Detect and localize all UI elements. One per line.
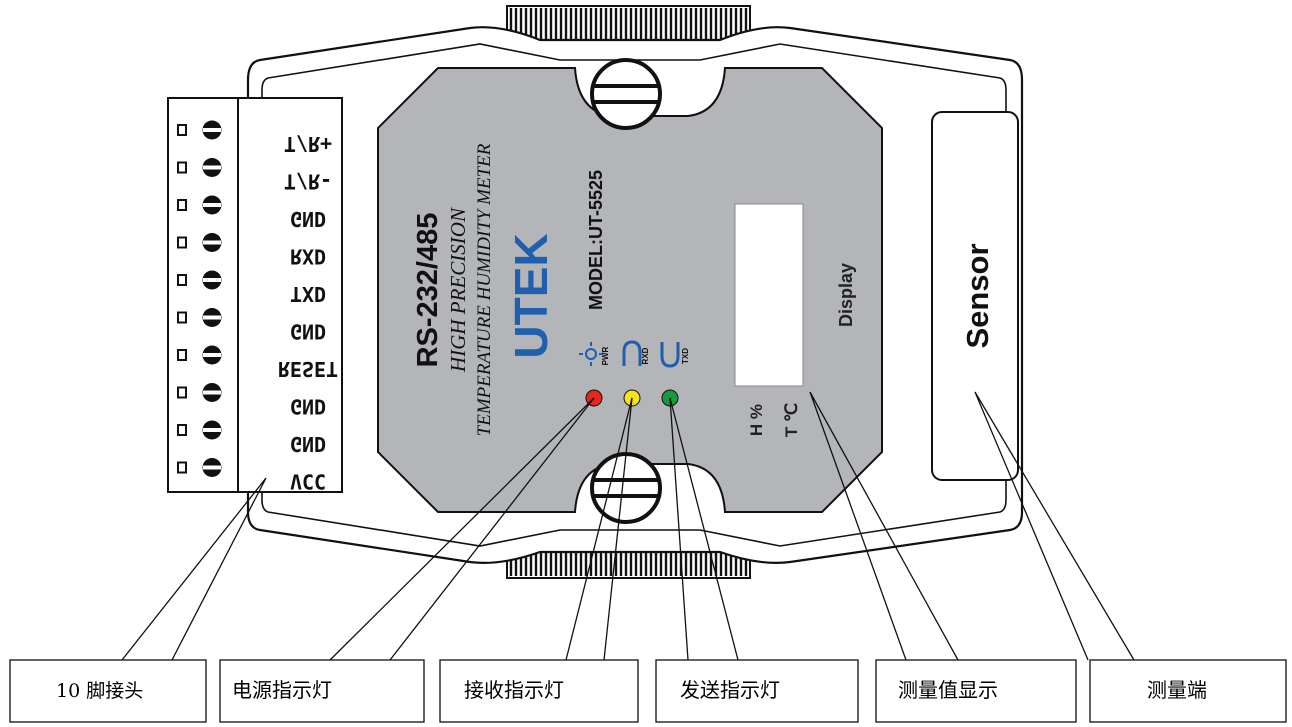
terminal-pin-label: GND [290,432,326,456]
callout-line-transmit [669,397,739,661]
bottom-screw [590,452,662,524]
terminal-hole [177,424,187,436]
callout-lines [121,391,1135,661]
terminal-block: T/R+ T/R- GND RXD TXD GND RESET GND GND VCC [167,97,343,494]
led-label-txd: TXD [681,348,690,364]
description-line2: TEMPERATURE HUMIDITY METER [474,143,495,436]
temperature-unit: T ℃ [782,403,801,437]
model-text: MODEL:UT-5525 [586,170,606,310]
terminal-screw-slot [203,315,221,320]
terminal-pin-label: GND [290,395,326,419]
callout-box-power [219,659,425,723]
display-window [734,203,804,387]
callout-box-transmit [655,659,859,723]
callout-boxes [9,659,1287,723]
terminal-screw-slot [203,465,221,470]
terminal-pin-label: GND [290,207,326,231]
callout-box-connector [9,659,207,723]
callout-box-display [875,659,1077,723]
terminal-screw-slot [203,278,221,282]
terminal-hole [177,349,187,361]
callout-line-sensor [974,391,1135,661]
sensor-window: Sensor [931,111,1019,481]
terminal-screw-slot [203,203,221,207]
terminal-pin-label: TXD [290,282,326,306]
brand-logo: UTEK [505,233,557,358]
terminal-pins: T/R+ T/R- GND RXD TXD GND RESET GND GND VCC [177,120,338,494]
housing-inner-outline [261,43,1007,547]
terminal-hole [177,386,187,399]
humidity-unit: H % [747,404,766,436]
terminal-screw-slot [203,428,221,432]
display-label: Display [836,263,856,327]
sensor-label: Sensor [960,243,995,348]
terminal-screw-slot [203,353,221,357]
callout-sensor: 测量端 [1147,678,1207,702]
led-label-pwr: PWR [601,346,610,365]
interface-title: RS-232/485 [412,213,444,368]
callout-transmit: 发送指示灯 [680,678,780,702]
description-line1: HIGH PRECISION [446,207,470,373]
led-label-rxd: RXD [641,347,650,364]
terminal-screw-slot [203,240,221,245]
terminal-hole [177,124,187,136]
terminal-hole [177,199,187,211]
terminal-hole [177,236,187,249]
terminal-hole [177,311,187,324]
terminal-pin-label: T/R+ [284,132,332,156]
callout-connector: 10 脚接头 [56,680,143,702]
terminal-pin-label: T/R- [284,170,332,194]
callout-power: 电源指示灯 [232,678,332,702]
receive-icon [622,340,642,366]
terminal-pin-label: RESET [278,357,338,381]
brand-text: UTEK [505,233,557,358]
callout-box-receive [439,659,639,723]
terminal-pin-label: RXD [290,245,326,269]
power-icon [579,342,603,366]
terminal-hole [177,274,187,286]
terminal-pin-label: GND [290,320,326,344]
callout-line-power [329,397,595,661]
terminal-pin-label: VCC [290,470,326,494]
top-screw [590,58,662,130]
led-icons: PWR RXD TXD [579,340,690,368]
callout-box-sensor [1089,659,1287,723]
callout-display: 测量值显示 [898,678,998,702]
callout-line-connector [121,477,267,661]
terminal-screw-slot [203,165,221,170]
terminal-hole [177,161,187,174]
callout-line-receive [565,397,633,661]
transmit-icon [660,342,680,368]
callout-line-display [809,391,959,661]
terminal-screw-slot [203,128,221,132]
terminal-hole [177,461,187,474]
terminal-screw-slot [203,390,221,395]
callout-receive: 接收指示灯 [464,678,564,702]
